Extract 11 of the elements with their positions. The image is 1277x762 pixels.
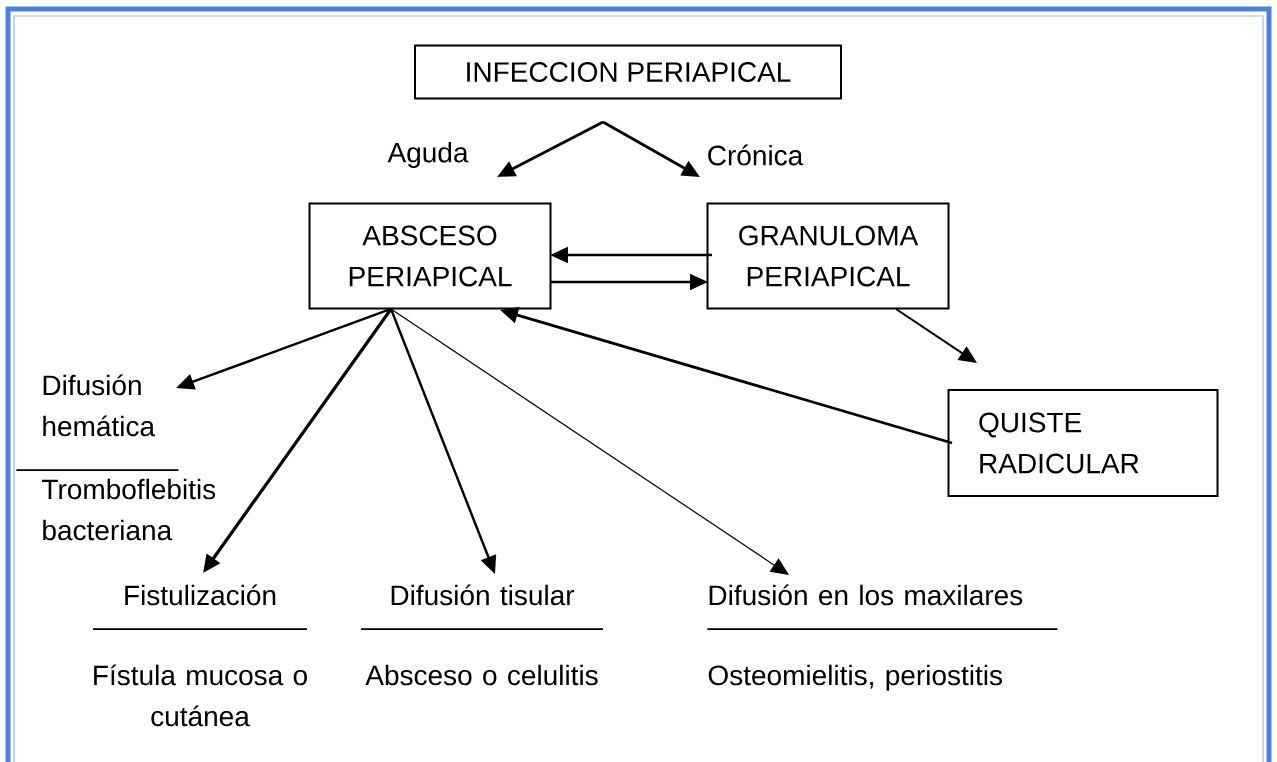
- process-box: QUISTE RADICULAR: [947, 389, 1219, 497]
- edge-label: Crónica: [704, 142, 806, 168]
- process-box: ABSCESO PERIAPICAL: [308, 202, 552, 310]
- text-block: Difusión hemática Tromboflebitis bacteriana: [15, 374, 216, 541]
- text-block: Difusión tisular Absceso o celulitis: [360, 584, 604, 686]
- process-box: INFECCION PERIAPICAL: [414, 44, 842, 100]
- edge-label: Aguda: [385, 139, 471, 171]
- process-box: GRANULOMA PERIAPICAL: [706, 202, 950, 310]
- text-block: Fistulización Fístula mucosa o cutánea: [92, 584, 308, 727]
- arrow: [390, 308, 789, 575]
- text-block: Difusión en los maxilares Osteomielitis, periostitis: [706, 584, 1059, 691]
